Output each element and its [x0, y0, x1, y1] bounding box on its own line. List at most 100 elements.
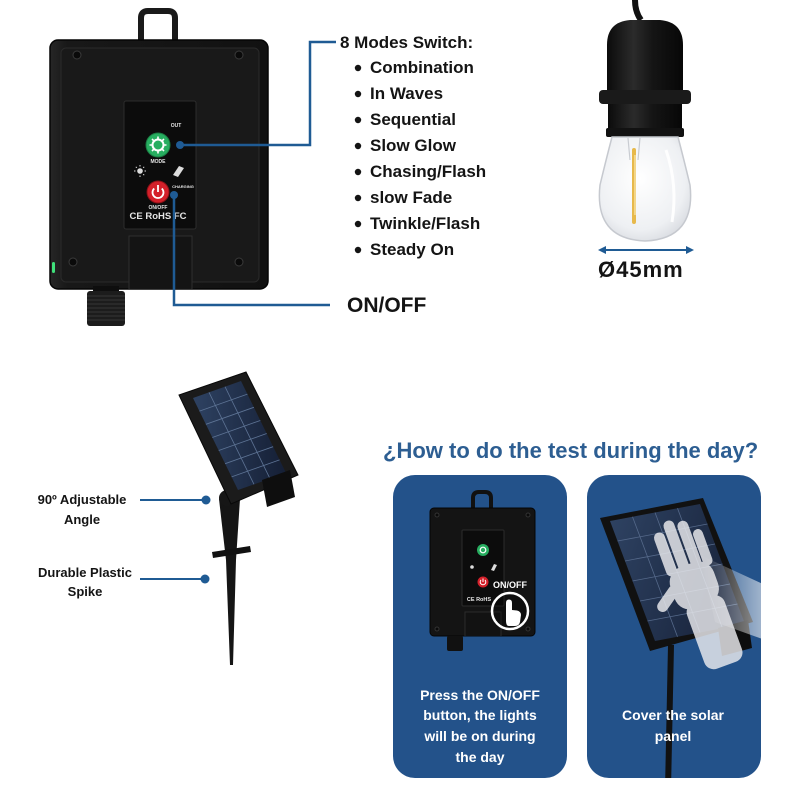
bulb: [598, 0, 692, 242]
stake-crossbar: [212, 546, 251, 558]
solar-junction-box: [262, 470, 295, 507]
light-icon-rays: [134, 165, 146, 177]
spike-callout: Durable Plastic Spike: [38, 565, 210, 599]
mini-control-panel: [461, 529, 505, 607]
cover-panel-card: Cover the solar panel: [587, 475, 761, 778]
screw: [434, 626, 440, 632]
solar-cell-grid: [193, 381, 286, 490]
power-callout-path: [172, 195, 330, 307]
solar-panel-stake: [178, 372, 299, 665]
hand-icon: [653, 520, 743, 670]
bulb-socket-collar: [608, 104, 682, 130]
modes-callout-dot: [176, 141, 184, 149]
caption-line: Cover the solar: [622, 707, 724, 723]
hand-pointer-icon: [506, 599, 521, 626]
light-icon: [134, 165, 146, 177]
power-icon-arc: [151, 187, 165, 199]
bullet: [354, 168, 362, 176]
hand-finger: [663, 520, 690, 572]
gear-icon: [149, 136, 167, 154]
onoff-small-label: ON/OFF: [149, 205, 168, 211]
mini-lower-recess: [464, 611, 502, 636]
power-icon: [151, 185, 165, 199]
bulb-highlight: [664, 149, 676, 223]
cable-connector: [87, 286, 125, 326]
hand-thumb: [657, 585, 680, 612]
bullet: [354, 64, 362, 72]
list-item: Combination: [370, 58, 474, 77]
angle-label-line1: 90º Adjustable: [38, 492, 127, 507]
hand-wrist: [686, 595, 743, 670]
mini-controller-handle: [471, 490, 493, 511]
diameter-arrow-left-head: [598, 246, 606, 254]
mini-light-icon: [470, 565, 474, 569]
diameter-arrow-right-head: [686, 246, 694, 254]
spike-label-line2: Spike: [68, 584, 103, 599]
mini-power-icon: [479, 578, 487, 586]
power-label: ON/OFF: [347, 294, 426, 317]
mini-certification-label: CE RoHS: [467, 597, 491, 603]
bullet: [354, 246, 362, 254]
bulb-glass: [598, 136, 692, 242]
bullet: [354, 194, 362, 202]
list-item: In Waves: [370, 84, 443, 103]
card-caption: Cover the solar panel: [622, 707, 724, 744]
mini-solar-icon: [491, 564, 497, 571]
press-button-card: CE RoHS ON/OFF Press the ON/OFF button, …: [393, 475, 567, 778]
charging-label: CHARGING: [172, 184, 194, 189]
power-button: [146, 180, 170, 204]
bulb-socket-top: [607, 20, 683, 95]
gear-ring: [151, 138, 165, 152]
controller-box: OUT MODE CHARGING ON/OFF CE RoHS FC: [49, 8, 269, 326]
diameter-arrow: [598, 246, 694, 254]
hand-palm: [669, 561, 719, 610]
control-panel: [123, 100, 197, 230]
modes-callout-line: [176, 40, 336, 149]
list-item: Sequential: [370, 110, 456, 129]
caption-line: panel: [655, 728, 692, 744]
modes-list: Combination In Waves Sequential Slow Glo…: [354, 58, 486, 259]
gear-teeth: [149, 136, 167, 154]
bulb-socket-flange: [599, 90, 691, 104]
solar-panel-cells: [193, 381, 286, 490]
spike-label-line1: Durable Plastic: [38, 565, 132, 580]
screw: [525, 626, 531, 632]
mode-label: MODE: [151, 159, 167, 165]
light-icon-core: [137, 168, 143, 174]
press-button-overlay-label: ON/OFF: [493, 580, 527, 590]
caption-line: button, the lights: [423, 707, 537, 723]
card-illustration: [600, 498, 761, 778]
screw: [525, 512, 531, 518]
hand-finger: [677, 520, 702, 568]
spike-callout-dot: [200, 574, 210, 584]
bullet: [354, 142, 362, 150]
hand-finger: [692, 529, 713, 566]
hand-finger: [653, 532, 677, 577]
certification-label: CE RoHS FC: [130, 211, 187, 222]
lower-recess: [128, 235, 193, 289]
solar-charge-icon: [173, 166, 184, 177]
screw: [234, 257, 244, 267]
power-callout-dot: [170, 191, 178, 199]
screw: [234, 50, 244, 60]
list-item: Slow Glow: [370, 136, 457, 155]
list-item: Steady On: [370, 240, 454, 259]
power-callout-line: [170, 191, 330, 307]
bullet: [354, 220, 362, 228]
screw: [68, 257, 78, 267]
angle-callout: 90º Adjustable Angle: [38, 492, 211, 527]
out-label: OUT: [171, 123, 182, 129]
mini-mode-button: [477, 544, 489, 556]
caption-line: the day: [455, 749, 504, 765]
bulb-socket-rim: [606, 128, 684, 137]
connector-neck: [93, 286, 119, 292]
test-heading: ¿How to do the test during the day?: [383, 438, 758, 463]
bulb-stem: [627, 137, 641, 161]
bullet: [354, 90, 362, 98]
card-caption: Press the ON/OFF button, the lights will…: [420, 687, 540, 765]
mode-button: [145, 132, 171, 158]
bulb-cord: [632, 0, 644, 22]
mini-gear-icon: [479, 546, 487, 554]
angle-callout-dot: [201, 495, 211, 505]
